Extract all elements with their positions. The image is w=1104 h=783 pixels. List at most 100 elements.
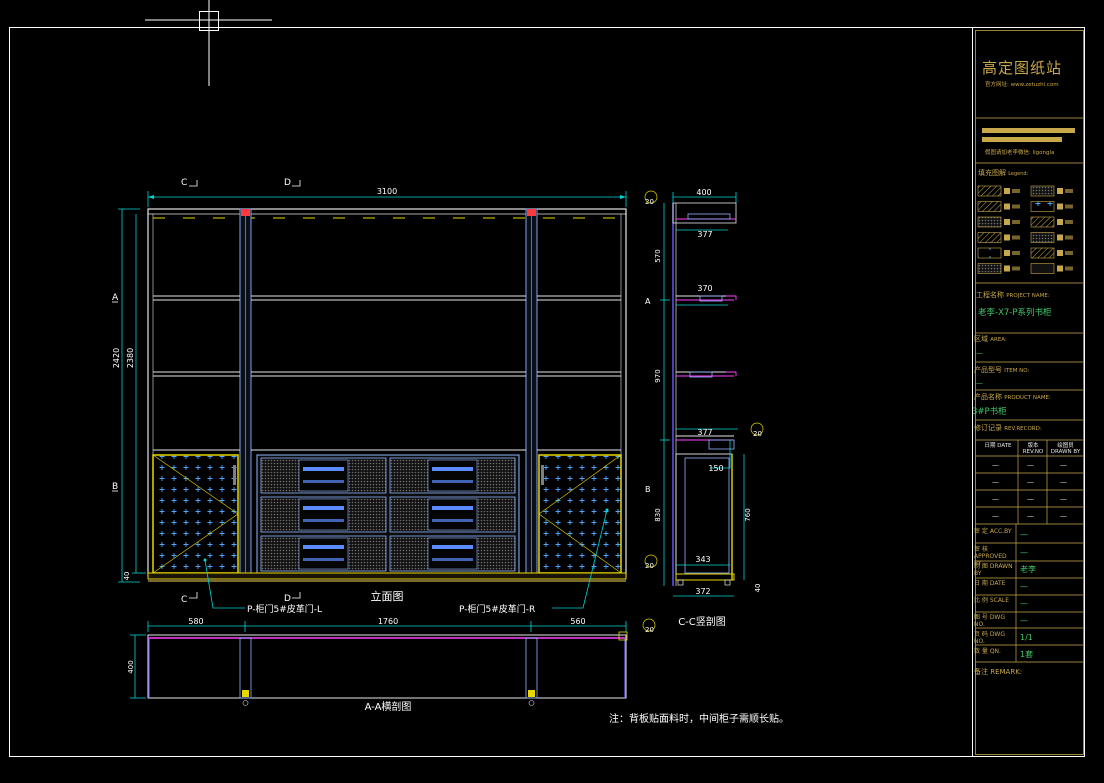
legend-swatch bbox=[977, 232, 1020, 243]
section-mark-d-top: D bbox=[284, 178, 291, 188]
side-base-dim: 40 bbox=[754, 584, 762, 593]
side-section-view bbox=[672, 202, 737, 586]
callout-val-2: 20 bbox=[645, 562, 654, 570]
item-label-en: ITEM NO: bbox=[1004, 368, 1030, 374]
side-h2-dim: 970 bbox=[654, 369, 662, 382]
base-height-dim: 40 bbox=[123, 572, 131, 581]
remark-label-en: REMARK: bbox=[990, 668, 1023, 676]
product-label: 产品名称 PRODUCT NAME: bbox=[974, 394, 1051, 402]
rev-cell: — bbox=[992, 495, 999, 503]
area-label: 区域 AREA: bbox=[974, 336, 1007, 344]
side-drawer-dim: 150 bbox=[708, 464, 723, 473]
elevation-view bbox=[147, 208, 627, 582]
side-section-title: C-C竖剖图 bbox=[678, 615, 726, 628]
side-bottom-dim: 372 bbox=[695, 587, 710, 596]
rev-cell: — bbox=[1027, 461, 1034, 469]
product-value: 3#P书柜 bbox=[972, 407, 1007, 417]
rev-cell: — bbox=[1060, 461, 1067, 469]
outer-border bbox=[9, 27, 1085, 757]
plan-section-view bbox=[147, 631, 628, 706]
side-shelf2-dim: 370 bbox=[697, 284, 712, 293]
side-h3-dim: 830 bbox=[654, 508, 662, 521]
right-leather-door bbox=[538, 454, 622, 574]
remark-label: 备注 REMARK: bbox=[974, 669, 1022, 676]
side-h1-dim: 570 bbox=[654, 249, 662, 262]
ucs-crosshair-icon bbox=[145, 0, 272, 86]
sign-row-label: 页 码 DWG NO. bbox=[974, 631, 1006, 645]
project-label-cn: 工程名称 bbox=[976, 291, 1004, 299]
rev-label: 修订记录 REV.RECORD: bbox=[974, 425, 1042, 433]
drawer bbox=[389, 535, 516, 572]
section-mark-c-bottom: C bbox=[181, 595, 187, 605]
rev-cell: — bbox=[1027, 478, 1034, 486]
rev-cell: — bbox=[992, 461, 999, 469]
brand-contact: 假图请加老李微信: ligongla bbox=[985, 150, 1055, 156]
middle-drawer-bank bbox=[256, 454, 520, 574]
legend-swatch bbox=[1030, 232, 1073, 243]
legend-swatch bbox=[977, 185, 1020, 197]
sign-row-value: 1/1 bbox=[1020, 633, 1033, 642]
legend-swatch bbox=[1030, 185, 1073, 197]
legend-swatch bbox=[1030, 263, 1073, 274]
sign-row-label: 日 期 DATE bbox=[974, 580, 1006, 587]
rev-label-en: REV.RECORD: bbox=[1004, 426, 1042, 432]
rev-label-cn: 修订记录 bbox=[974, 424, 1002, 432]
side-top-depth-dim: 400 bbox=[696, 188, 711, 197]
item-label-cn: 产品型号 bbox=[974, 366, 1002, 374]
section-marks bbox=[112, 180, 301, 599]
legend-label: 填充图解 Legend: bbox=[978, 170, 1028, 177]
legend-label-cn: 填充图解 bbox=[978, 169, 1006, 177]
section-mark-d-bottom: D bbox=[284, 594, 291, 604]
rev-cell: — bbox=[1060, 495, 1067, 503]
overall-width-dim: 3100 bbox=[377, 187, 397, 196]
plan-dim-middle: 1760 bbox=[378, 617, 398, 626]
side-mark-a: A bbox=[645, 297, 651, 306]
legend-swatch bbox=[1030, 247, 1073, 259]
area-value: — bbox=[976, 349, 983, 357]
rev-cell: — bbox=[992, 512, 999, 520]
legend-swatch bbox=[977, 247, 1020, 259]
callout-val-1: 20 bbox=[645, 198, 654, 206]
sign-row-label: 比 例 SCALE bbox=[974, 597, 1010, 604]
plan-dim-right: 560 bbox=[570, 617, 585, 626]
side-drawer-height-dim: 760 bbox=[744, 508, 752, 521]
drawer bbox=[260, 457, 387, 494]
plan-dim-left: 580 bbox=[188, 617, 203, 626]
rev-header-date: 日期 DATE bbox=[984, 443, 1012, 449]
project-label-en: PROJECT NAME: bbox=[1006, 293, 1050, 299]
title-block bbox=[976, 117, 1083, 663]
sign-row-label: 审 定 ACC.BY bbox=[974, 528, 1012, 535]
rev-cell: — bbox=[992, 478, 999, 486]
legend-swatch bbox=[977, 263, 1020, 274]
legend-label-en: Legend: bbox=[1008, 171, 1029, 177]
side-bottom-inner-dim: 343 bbox=[695, 555, 710, 564]
rev-cell: — bbox=[1027, 512, 1034, 520]
sign-row-label: 制 图 DRAWN BY bbox=[974, 563, 1013, 577]
title-block-inner-border bbox=[975, 30, 1084, 755]
door-label-left: P-柜门5#皮革门-L bbox=[247, 603, 322, 615]
sign-row-label: 审 核 APPROVED BY bbox=[974, 546, 1007, 567]
door-label-right: P-柜门5#皮革门-R bbox=[459, 603, 535, 615]
legend-swatch bbox=[977, 216, 1020, 228]
sign-row-label: 图 号 DWG NO. bbox=[974, 614, 1006, 628]
drawing-note: 注：背板贴面料时，中间柜子需顺长贴。 bbox=[609, 712, 789, 725]
item-value: — bbox=[976, 379, 983, 387]
product-label-en: PRODUCT NAME: bbox=[1004, 395, 1051, 401]
plan-title: A-A横剖图 bbox=[365, 700, 412, 713]
rev-header-rev: 版本 REV.NO bbox=[1022, 443, 1044, 455]
project-label: 工程名称 PROJECT NAME: bbox=[976, 292, 1050, 300]
sign-row-value: — bbox=[1020, 599, 1028, 608]
callout-val-3: 20 bbox=[753, 430, 762, 438]
rev-cell: — bbox=[1027, 495, 1034, 503]
callout-markers bbox=[642, 190, 764, 632]
legend-swatch bbox=[1030, 216, 1073, 228]
callout-val-4: 20 bbox=[645, 626, 654, 634]
sign-row-value: 1套 bbox=[1020, 650, 1034, 659]
section-mark-a-left: A bbox=[112, 293, 119, 303]
rev-cell: — bbox=[1060, 512, 1067, 520]
section-mark-b-left: B bbox=[112, 482, 118, 492]
sign-row-value: — bbox=[1020, 530, 1028, 539]
drawer bbox=[260, 535, 387, 572]
product-label-cn: 产品名称 bbox=[974, 393, 1002, 401]
drawer bbox=[389, 496, 516, 533]
